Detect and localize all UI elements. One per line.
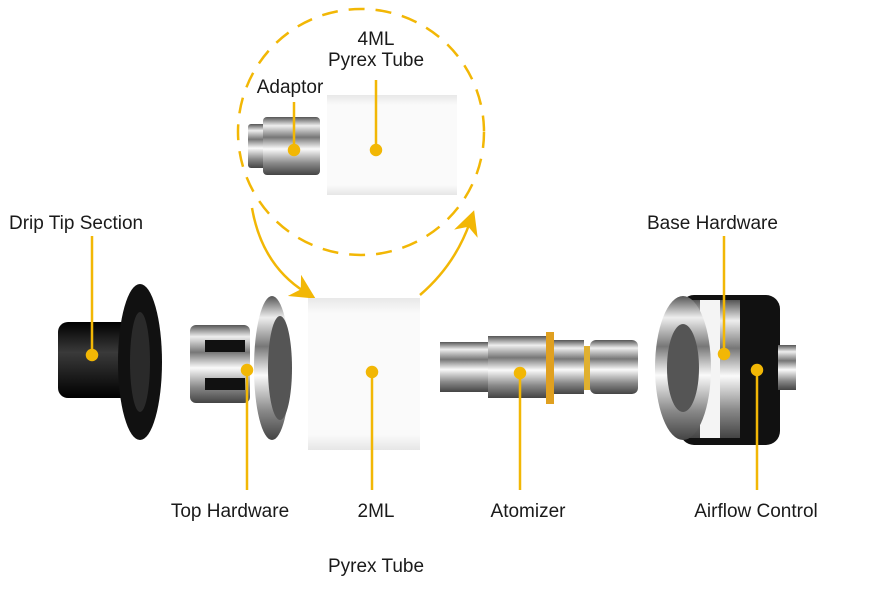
adaptor-part [248,117,320,175]
pyrex-tube-4ml [327,95,457,195]
label-4ml-pyrex: Pyrex Tube [328,50,424,71]
dot-adaptor [287,143,301,157]
label-atomizer: Atomizer [491,501,567,522]
dot-airflow [750,363,764,377]
dot-top-hardware [240,363,254,377]
label-adaptor: Adaptor [257,77,324,98]
label-4ml: 4ML [358,29,395,50]
dot-drip-tip [85,348,99,362]
pyrex-tube-2ml [308,298,420,450]
drip-tip-part [58,284,162,440]
label-top-hardware: Top Hardware [171,501,289,522]
zoom-circle [236,7,486,257]
label-2ml: 2ML [358,501,395,522]
label-drip-tip: Drip Tip Section [9,213,143,234]
arrow-up [419,210,478,296]
dot-base [717,347,731,361]
arrow-down [250,207,316,299]
atomizer-part [440,332,638,404]
base-hardware-part [655,295,796,445]
label-2ml-pyrex: Pyrex Tube [328,556,424,577]
dot-4ml [369,143,383,157]
label-base-hardware: Base Hardware [647,213,778,234]
label-airflow-control: Airflow Control [694,501,818,522]
dot-atomizer [513,366,527,380]
dot-2ml [365,365,379,379]
top-hardware-part [190,296,292,440]
